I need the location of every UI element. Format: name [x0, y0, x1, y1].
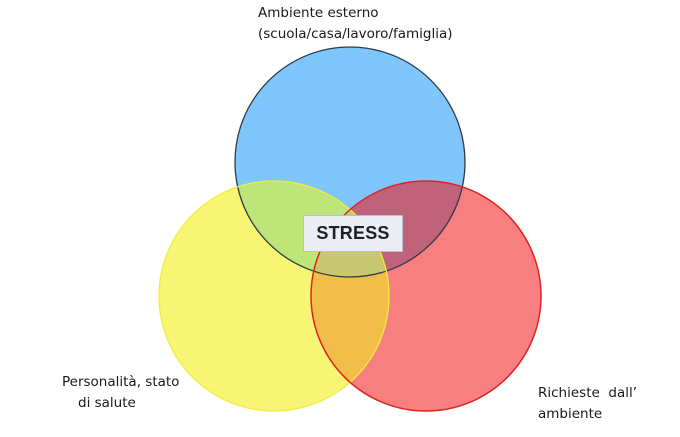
label-richieste-ambiente-line-1: Richieste dall’	[538, 385, 638, 401]
label-ambiente-esterno-line-2: (scuola/casa/lavoro/famiglia)	[258, 26, 453, 42]
circle-personalita-outline	[158, 180, 390, 412]
label-richieste-ambiente-line-2: ambiente	[538, 406, 603, 422]
circle-richieste-ambiente-outline	[310, 180, 542, 412]
circle-ambiente-esterno-outline	[234, 46, 466, 278]
label-richieste-ambiente: Richieste dall’ ambiente	[538, 383, 637, 425]
label-personalita-line-1: Personalità, stato	[62, 374, 180, 390]
stress-center-box: STRESS	[303, 215, 403, 252]
label-personalita: Personalità, stato di salute	[62, 372, 179, 414]
label-ambiente-esterno-line-1: Ambiente esterno	[258, 5, 379, 21]
label-ambiente-esterno: Ambiente esterno (scuola/casa/lavoro/fam…	[258, 3, 453, 45]
label-personalita-line-2: di salute	[78, 395, 136, 411]
stress-label: STRESS	[316, 223, 390, 243]
